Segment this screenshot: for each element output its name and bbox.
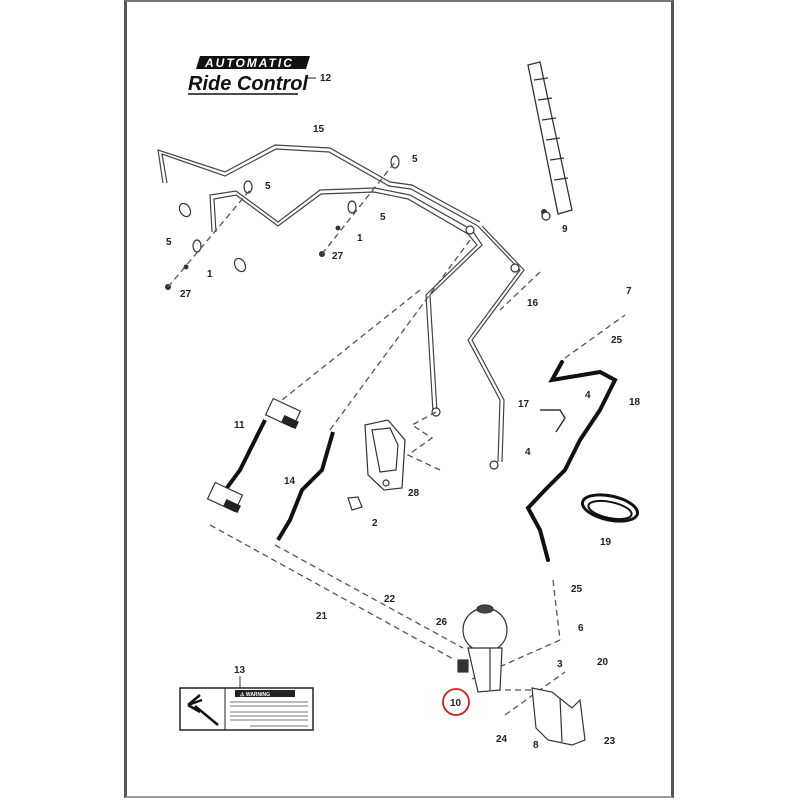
callout-19: 19 (600, 537, 612, 548)
callout-3: 3 (557, 659, 563, 670)
callout-25: 25 (571, 584, 583, 595)
callout-27: 27 (180, 289, 192, 300)
callout-5: 5 (380, 212, 386, 223)
diagram-sheet (124, 0, 674, 798)
callout-2: 2 (372, 518, 378, 529)
callout-27: 27 (332, 251, 344, 262)
hose-18 (525, 360, 618, 562)
callout-16: 16 (527, 298, 539, 309)
callout-4: 4 (525, 447, 531, 458)
callout-5: 5 (166, 237, 172, 248)
hose-19-coil (580, 493, 640, 523)
callout-11: 11 (234, 420, 245, 431)
warning-decal-13: 13 ⚠ WARNING (179, 665, 314, 731)
callout-25: 25 (611, 335, 623, 346)
hose-11 (206, 397, 302, 514)
part-17 (540, 409, 566, 433)
callout-7: 7 (626, 286, 632, 297)
callout-15: 15 (313, 124, 325, 135)
callout-17: 17 (518, 399, 530, 410)
warning-title: ⚠ WARNING (240, 692, 270, 698)
callout-10: 10 (450, 698, 462, 709)
callout-4: 4 (585, 390, 591, 401)
callout-14: 14 (284, 476, 296, 487)
part-9-bracket (527, 61, 573, 221)
callout-20: 20 (597, 657, 609, 668)
callout-22: 22 (384, 594, 396, 605)
tube-16 (467, 225, 525, 463)
part-8-bracket (531, 687, 586, 746)
logo-line1: AUTOMATIC (204, 56, 294, 70)
small-hardware (165, 209, 547, 290)
callout-5: 5 (412, 154, 418, 165)
part-2 (347, 496, 363, 511)
logo-line2: Ride Control (188, 73, 308, 95)
part-10-accumulator (457, 604, 508, 693)
callout-26: 26 (436, 617, 448, 628)
callout-24: 24 (496, 734, 508, 745)
callout-labels: 15 5 5 5 5 1 1 27 27 9 16 7 25 18 17 4 4… (166, 124, 641, 751)
callout-21: 21 (316, 611, 328, 622)
callout-5: 5 (265, 181, 271, 192)
callout-9: 9 (562, 224, 568, 235)
callout-1: 1 (357, 233, 363, 244)
callout-18: 18 (629, 397, 641, 408)
highlight-circle-10[interactable] (442, 688, 470, 716)
ride-control-logo: AUTOMATIC Ride Control 12 (188, 56, 332, 95)
callout-28: 28 (408, 488, 420, 499)
fittings (178, 155, 520, 470)
tube-15 (157, 144, 483, 413)
callout-8: 8 (533, 740, 539, 751)
logo-banner (196, 56, 310, 69)
callout-23: 23 (604, 736, 616, 747)
callout-6: 6 (578, 623, 584, 634)
callout-12: 12 (320, 73, 332, 84)
callout-13: 13 (234, 665, 246, 676)
hose-14 (276, 431, 335, 542)
part-28-valve (364, 419, 406, 491)
callout-1: 1 (207, 269, 213, 280)
